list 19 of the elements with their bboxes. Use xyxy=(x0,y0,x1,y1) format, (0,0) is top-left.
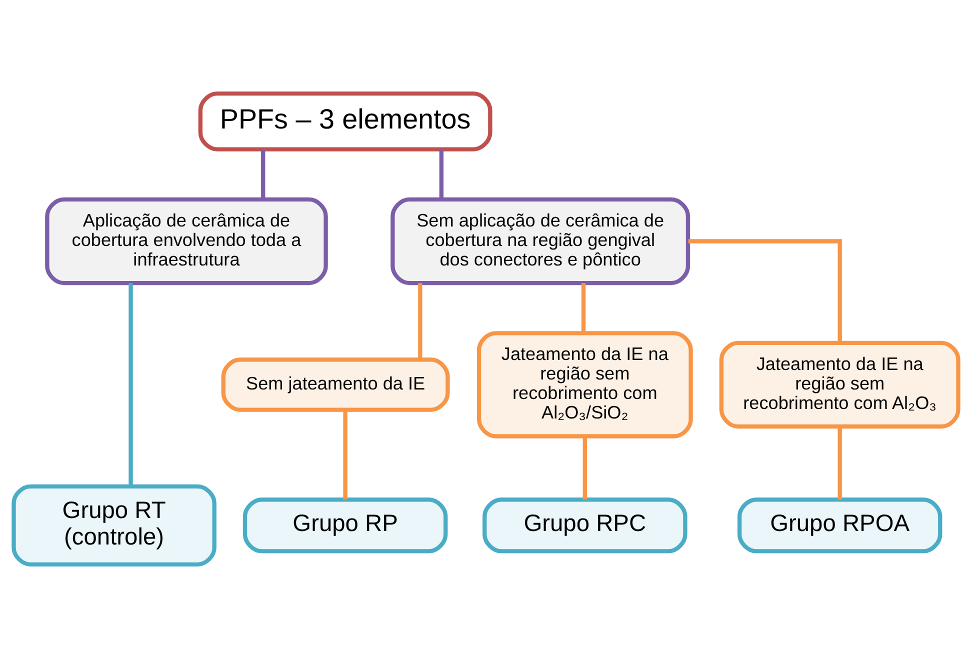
node-box: Jateamento da IE na região sem recobrimento com Al₂O₃/SiO₂ xyxy=(476,330,693,438)
connector xyxy=(581,282,586,332)
node-box: Aplicação de cerâmica de cobertura envolvendo toda a infraestrutura xyxy=(45,196,328,285)
connector xyxy=(343,409,348,500)
node-box: Grupo RPC xyxy=(482,497,688,553)
connector xyxy=(261,149,266,199)
connector xyxy=(838,426,842,499)
connector xyxy=(688,238,842,342)
node-box: Sem jateamento da IE xyxy=(221,357,450,412)
connector xyxy=(418,282,422,359)
node-box: Grupo RT (controle) xyxy=(12,484,216,566)
node-box: Sem aplicação de cerâmica de cobertura na região gengival dos conectores e pôntico xyxy=(390,196,690,285)
node-box: Grupo RPOA xyxy=(737,497,942,553)
node-box: Grupo RP xyxy=(242,497,448,553)
node-box: PPFs – 3 elementos xyxy=(198,90,492,151)
connector xyxy=(128,282,133,486)
connector xyxy=(439,149,444,199)
node-box: Jateamento da IE na região sem recobrimento com Al₂O₃ xyxy=(719,340,960,428)
connector xyxy=(582,436,587,499)
